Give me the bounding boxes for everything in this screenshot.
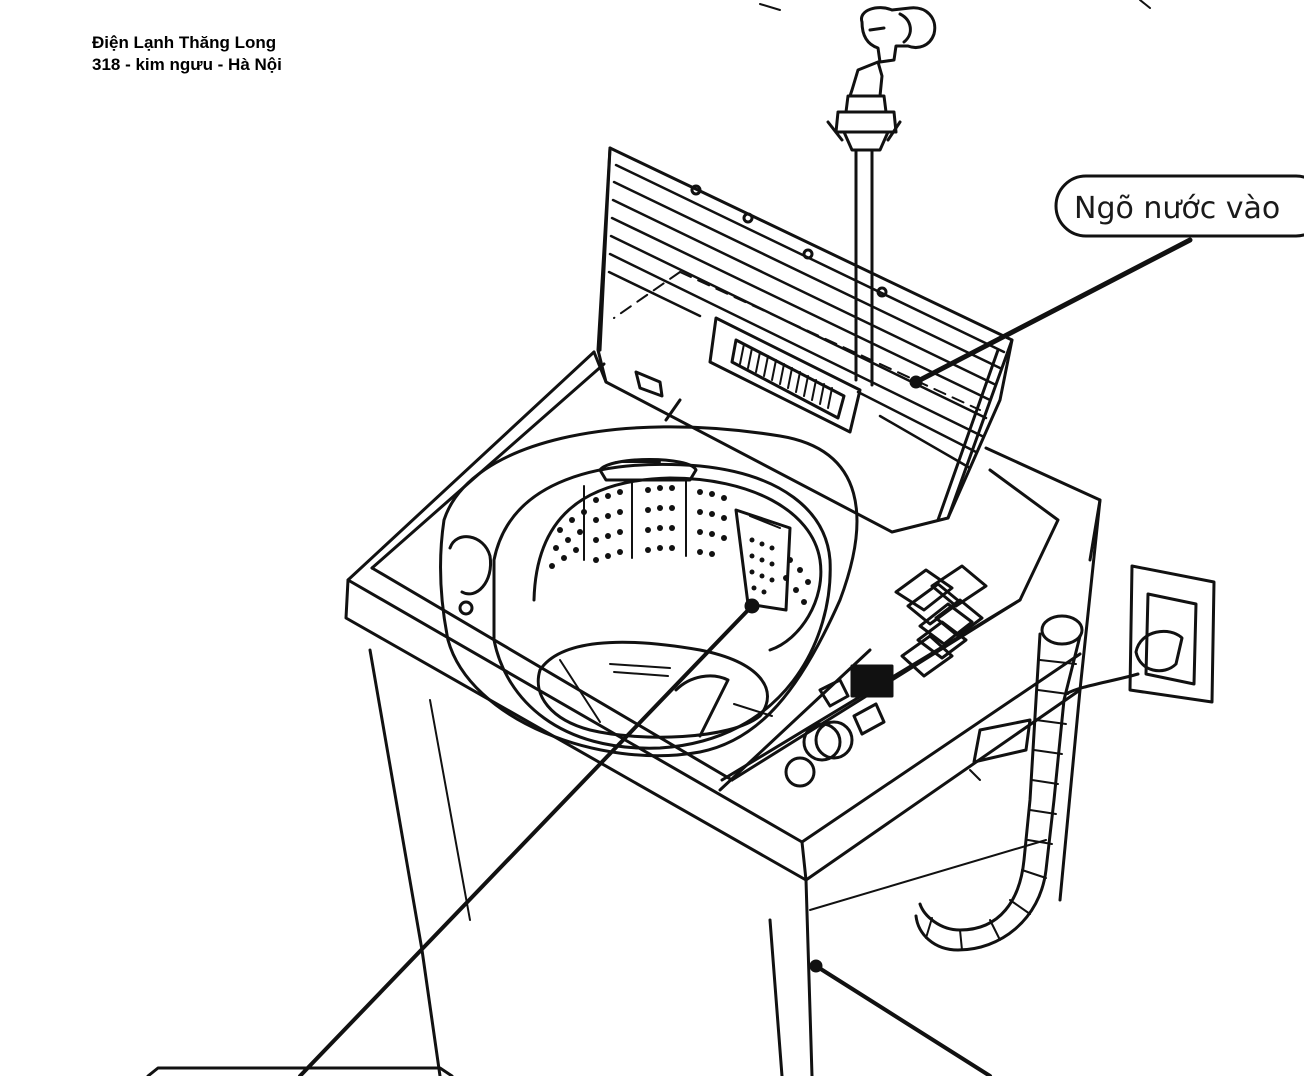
water-inlet-callout: Ngõ nước vào xyxy=(1054,174,1304,238)
bottom-callout-fragment xyxy=(146,1066,454,1076)
drain-hose xyxy=(914,614,1084,952)
leader-lines xyxy=(298,237,1193,1076)
power-outlet xyxy=(1064,564,1216,704)
cabinet-body xyxy=(368,498,1102,1076)
opened-lid xyxy=(596,146,1014,534)
water-inlet-label: Ngõ nước vào xyxy=(1074,191,1280,226)
shop-name: Điện Lạnh Thăng Long xyxy=(92,33,277,52)
shop-caption: Điện Lạnh Thăng Long 318 - kim ngưu - Hà… xyxy=(92,32,282,76)
washing-drum xyxy=(439,425,859,758)
shop-address: 318 - kim ngưu - Hà Nội xyxy=(92,55,282,74)
control-panel xyxy=(720,564,1022,788)
